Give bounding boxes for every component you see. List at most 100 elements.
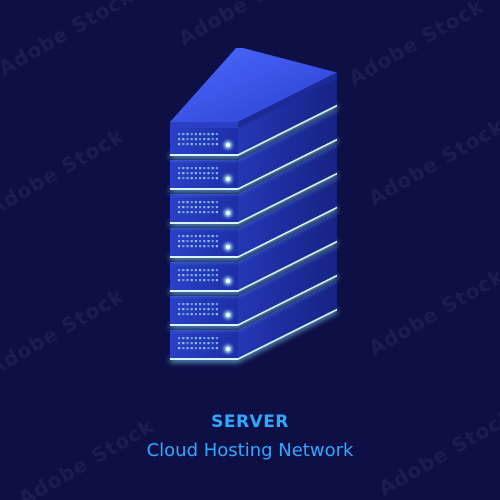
vent-dot — [207, 235, 210, 238]
vent-dot — [215, 211, 218, 214]
server-unit-side — [238, 246, 337, 324]
vent-dot — [182, 269, 185, 272]
vent-dot — [190, 337, 193, 340]
vent-dot — [207, 177, 210, 180]
vent-dot — [199, 206, 202, 209]
vent-dot — [182, 201, 185, 204]
server-unit-side — [238, 178, 337, 256]
vent-dot — [194, 201, 197, 204]
vent-dot — [203, 342, 206, 345]
vent-dot — [178, 206, 181, 209]
vent-dot — [190, 143, 193, 146]
server-unit-side — [238, 110, 337, 188]
vent-dot — [211, 206, 214, 209]
vent-dot — [190, 211, 193, 214]
vent-dot — [211, 308, 214, 311]
vent-dot — [178, 274, 181, 277]
vent-dot — [194, 133, 197, 136]
vent-dot — [194, 177, 197, 180]
vent-dot — [215, 235, 218, 238]
vent-dot — [194, 211, 197, 214]
vent-dot — [186, 177, 189, 180]
vent-dot — [211, 201, 214, 204]
vent-dot — [207, 133, 210, 136]
vent-dot — [186, 279, 189, 282]
vent-dot — [178, 303, 181, 306]
vent-dot — [207, 347, 210, 350]
vent-dot — [215, 342, 218, 345]
vent-dot — [178, 269, 181, 272]
vent-dot — [182, 303, 185, 306]
vent-dot — [203, 138, 206, 141]
vent-dot — [186, 133, 189, 136]
vent-dot — [178, 342, 181, 345]
vent-dot — [199, 133, 202, 136]
vent-dot — [203, 206, 206, 209]
vent-dot — [203, 133, 206, 136]
vent-dot — [178, 143, 181, 146]
vent-dot — [199, 303, 202, 306]
vent-dot — [194, 245, 197, 248]
vent-dot — [182, 235, 185, 238]
vent-dot — [215, 206, 218, 209]
vent-dot — [203, 172, 206, 175]
vent-dot — [215, 245, 218, 248]
vent-dot — [190, 303, 193, 306]
vent-dot — [199, 201, 202, 204]
vent-dot — [182, 347, 185, 350]
vent-dot — [215, 138, 218, 141]
vent-dot — [194, 143, 197, 146]
vent-dot — [199, 143, 202, 146]
vent-dot — [207, 342, 210, 345]
vent-dot — [203, 245, 206, 248]
vent-dot — [186, 211, 189, 214]
vent-dot — [194, 269, 197, 272]
vent-dot — [207, 172, 210, 175]
vent-dot — [194, 303, 197, 306]
vent-dot — [186, 342, 189, 345]
vent-dot — [199, 337, 202, 340]
vent-dot — [190, 347, 193, 350]
vent-dot — [215, 337, 218, 340]
status-led — [226, 347, 230, 351]
server-title: SERVER — [211, 412, 289, 432]
vent-dot — [215, 143, 218, 146]
vent-dot — [194, 274, 197, 277]
vent-dot — [186, 245, 189, 248]
server-unit-side — [238, 212, 337, 290]
vent-dot — [190, 172, 193, 175]
vent-dot — [215, 313, 218, 316]
vent-dot — [182, 143, 185, 146]
vent-dot — [190, 133, 193, 136]
vent-dot — [194, 313, 197, 316]
server-unit-side — [238, 144, 337, 222]
vent-dot — [199, 279, 202, 282]
vent-dot — [186, 167, 189, 170]
vent-dot — [203, 240, 206, 243]
vent-dot — [194, 138, 197, 141]
vent-dot — [203, 235, 206, 238]
vent-dot — [182, 313, 185, 316]
vent-dot — [199, 269, 202, 272]
vent-dot — [203, 274, 206, 277]
vent-dot — [190, 167, 193, 170]
vent-dot — [211, 133, 214, 136]
vent-dot — [182, 279, 185, 282]
vent-dot — [182, 240, 185, 243]
vent-dot — [215, 308, 218, 311]
vent-dot — [211, 211, 214, 214]
vent-dot — [182, 308, 185, 311]
vent-dot — [207, 245, 210, 248]
vent-dot — [215, 133, 218, 136]
vent-dot — [211, 342, 214, 345]
vent-dot — [186, 240, 189, 243]
vent-dot — [194, 235, 197, 238]
vent-dot — [199, 167, 202, 170]
status-led — [226, 211, 230, 215]
vent-dot — [182, 177, 185, 180]
vent-dot — [190, 240, 193, 243]
vent-dot — [211, 245, 214, 248]
status-led — [226, 279, 230, 283]
vent-dot — [194, 308, 197, 311]
vent-dot — [207, 279, 210, 282]
